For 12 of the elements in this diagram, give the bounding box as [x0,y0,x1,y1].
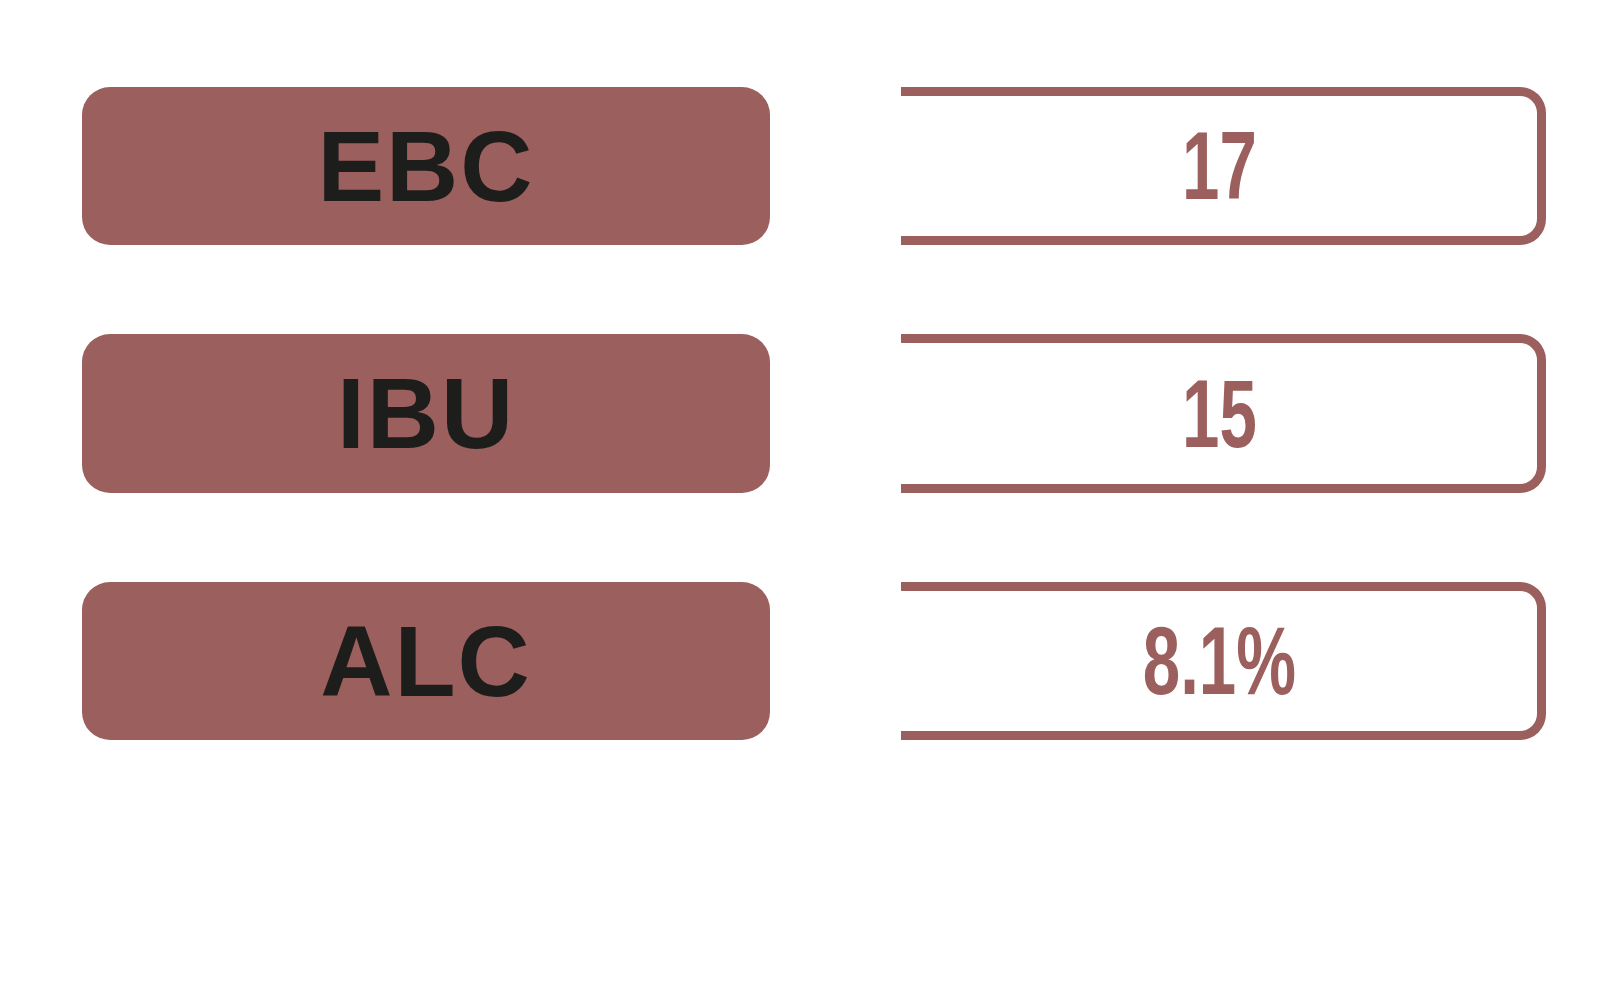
value-text: 8.1% [1142,606,1296,716]
label-text: ALC [320,603,532,719]
value-box [901,582,1546,740]
label-box [82,334,770,493]
value-box [901,334,1546,493]
value-text: 15 [1181,358,1257,469]
label-text: IBU [336,356,516,471]
value-box [901,87,1546,245]
value-text: 17 [1181,111,1257,221]
label-text: EBC [317,108,535,224]
label-box [82,87,770,245]
label-box [82,582,770,740]
